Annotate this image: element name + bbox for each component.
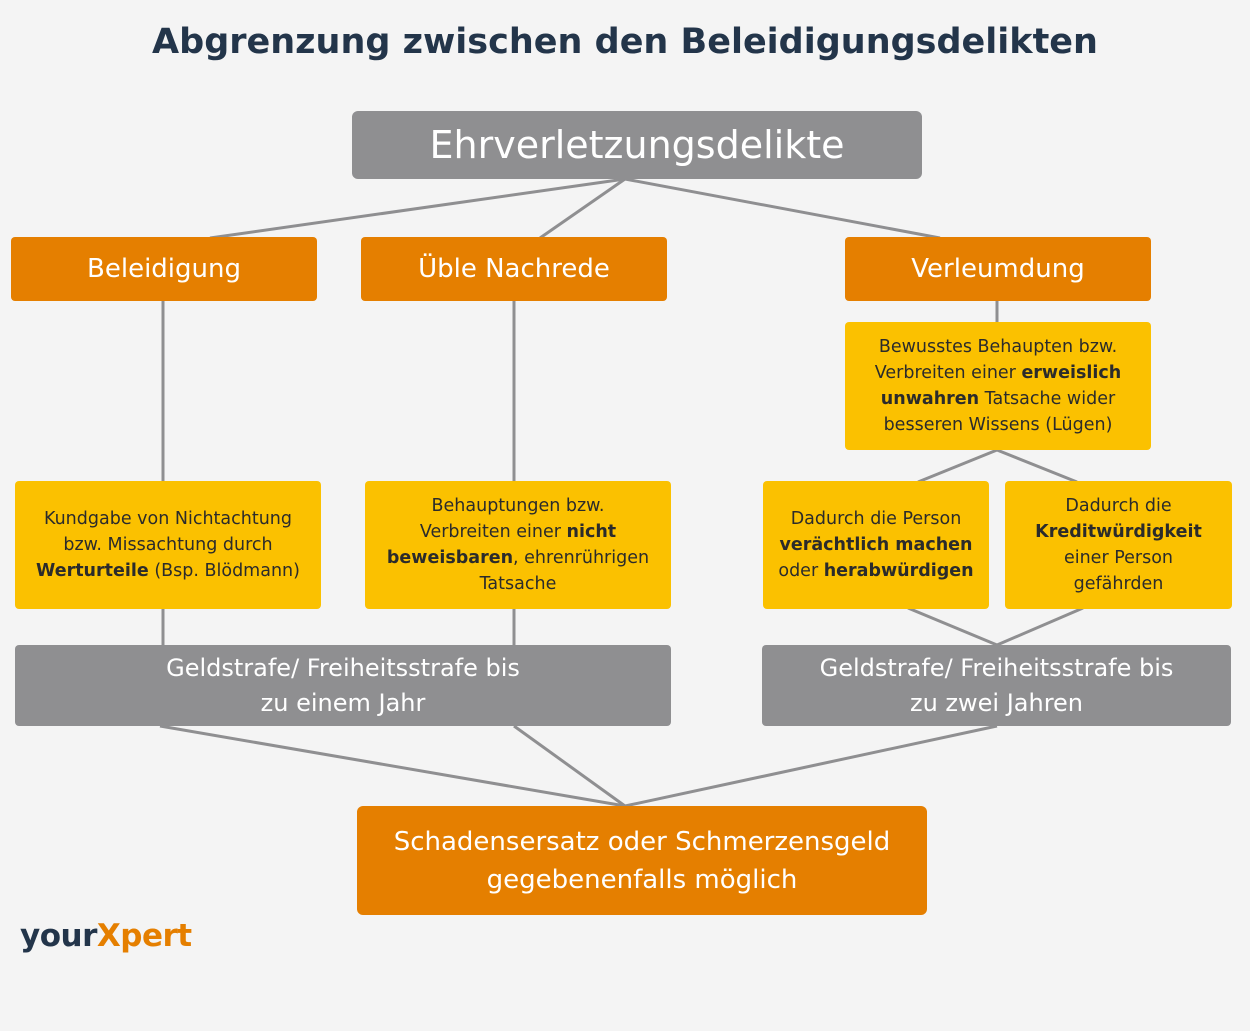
nachrede-desc-bold1: nicht bbox=[566, 522, 617, 542]
penalty-left-line1: Geldstrafe/ Freiheitsstrafe bis bbox=[166, 653, 520, 682]
nachrede-desc-line4: Tatsache bbox=[479, 574, 557, 594]
penalty-left-box: Geldstrafe/ Freiheitsstrafe bis zu einem… bbox=[15, 645, 671, 726]
logo-x: X bbox=[96, 918, 121, 954]
nachrede-desc-line1: Behauptungen bzw. bbox=[431, 496, 605, 516]
line-penleft-bottom-b bbox=[513, 724, 626, 808]
line-desc-subright bbox=[996, 448, 1078, 484]
verleumdung-desc-line1: Bewusstes Behaupten bzw. bbox=[878, 337, 1118, 357]
bottom-line2: gegebenenfalls möglich bbox=[486, 864, 798, 895]
verleumdung-desc-line3b: Tatsache wider bbox=[979, 389, 1116, 409]
logo-part3: pert bbox=[120, 918, 192, 954]
yourxpert-logo: yourXpert bbox=[20, 918, 192, 954]
root-box: Ehrverletzungsdelikte bbox=[352, 111, 922, 179]
sub-left-bold1: verächtlich machen bbox=[779, 535, 973, 555]
line-desc-subleft bbox=[917, 448, 998, 484]
penalty-left-line2: zu einem Jahr bbox=[260, 688, 426, 717]
line-penleft-bottom-a bbox=[159, 724, 626, 808]
nachrede-description: Behauptungen bzw. Verbreiten einer nicht… bbox=[365, 481, 671, 609]
sub-right-bold: Kreditwürdigkeit bbox=[1035, 522, 1202, 542]
category-verleumdung: Verleumdung bbox=[845, 237, 1151, 301]
verleumdung-desc-bold2: unwahren bbox=[880, 389, 980, 409]
beleidigung-desc-line2: bzw. Missachtung durch bbox=[63, 535, 273, 555]
line-subright-penalty bbox=[996, 606, 1084, 647]
category-beleidigung-label: Beleidigung bbox=[87, 254, 241, 284]
category-beleidigung: Beleidigung bbox=[11, 237, 317, 301]
beleidigung-desc-tail: (Bsp. Blödmann) bbox=[148, 561, 300, 581]
sub-right-line1: Dadurch die bbox=[1065, 496, 1172, 516]
nachrede-desc-line2a: Verbreiten einer bbox=[419, 522, 567, 542]
verleumdung-desc-line4: besseren Wissens (Lügen) bbox=[883, 415, 1113, 435]
category-ueble-nachrede: Üble Nachrede bbox=[361, 237, 667, 301]
penalty-right-line2: zu zwei Jahren bbox=[909, 688, 1084, 717]
logo-part1: your bbox=[20, 918, 97, 954]
line-subleft-penalty bbox=[907, 606, 998, 647]
category-ueble-nachrede-label: Üble Nachrede bbox=[418, 254, 610, 284]
verleumdung-sub-right: Dadurch die Kreditwürdigkeit einer Perso… bbox=[1005, 481, 1232, 609]
verleumdung-sub-left: Dadurch die Person verächtlich machen od… bbox=[763, 481, 989, 609]
beleidigung-desc-line1: Kundgabe von Nichtachtung bbox=[43, 509, 292, 529]
category-verleumdung-label: Verleumdung bbox=[911, 254, 1085, 284]
sub-left-line1: Dadurch die Person bbox=[790, 509, 962, 529]
sub-right-line4: gefährden bbox=[1073, 574, 1164, 594]
root-label: Ehrverletzungsdelikte bbox=[429, 123, 845, 167]
bottom-consequence-box: Schadensersatz oder Schmerzensgeld gegeb… bbox=[357, 806, 927, 915]
penalty-right-box: Geldstrafe/ Freiheitsstrafe bis zu zwei … bbox=[762, 645, 1231, 726]
beleidigung-description: Kundgabe von Nichtachtung bzw. Missachtu… bbox=[15, 481, 321, 609]
sub-left-line3a: oder bbox=[778, 561, 824, 581]
line-root-verleumdung bbox=[624, 177, 941, 240]
verleumdung-desc-line2a: Verbreiten einer bbox=[874, 363, 1022, 383]
verleumdung-description: Bewusstes Behaupten bzw. Verbreiten eine… bbox=[845, 322, 1151, 450]
nachrede-desc-bold2: beweisbaren bbox=[386, 548, 514, 568]
line-root-beleidigung bbox=[209, 177, 626, 240]
diagram-title: Abgrenzung zwischen den Beleidigungsdeli… bbox=[152, 22, 1098, 62]
line-root-nachrede bbox=[539, 177, 626, 240]
line-penright-bottom bbox=[624, 724, 998, 808]
bottom-line1: Schadensersatz oder Schmerzensgeld bbox=[393, 826, 891, 857]
sub-right-line3: einer Person bbox=[1063, 548, 1174, 568]
verleumdung-desc-bold1: erweislich bbox=[1021, 363, 1122, 383]
penalty-right-line1: Geldstrafe/ Freiheitsstrafe bis bbox=[819, 653, 1174, 682]
beleidigung-desc-bold: Werturteile bbox=[36, 561, 149, 581]
nachrede-desc-line3b: , ehrenrührigen bbox=[513, 548, 650, 568]
sub-left-bold2: herabwürdigen bbox=[823, 561, 974, 581]
